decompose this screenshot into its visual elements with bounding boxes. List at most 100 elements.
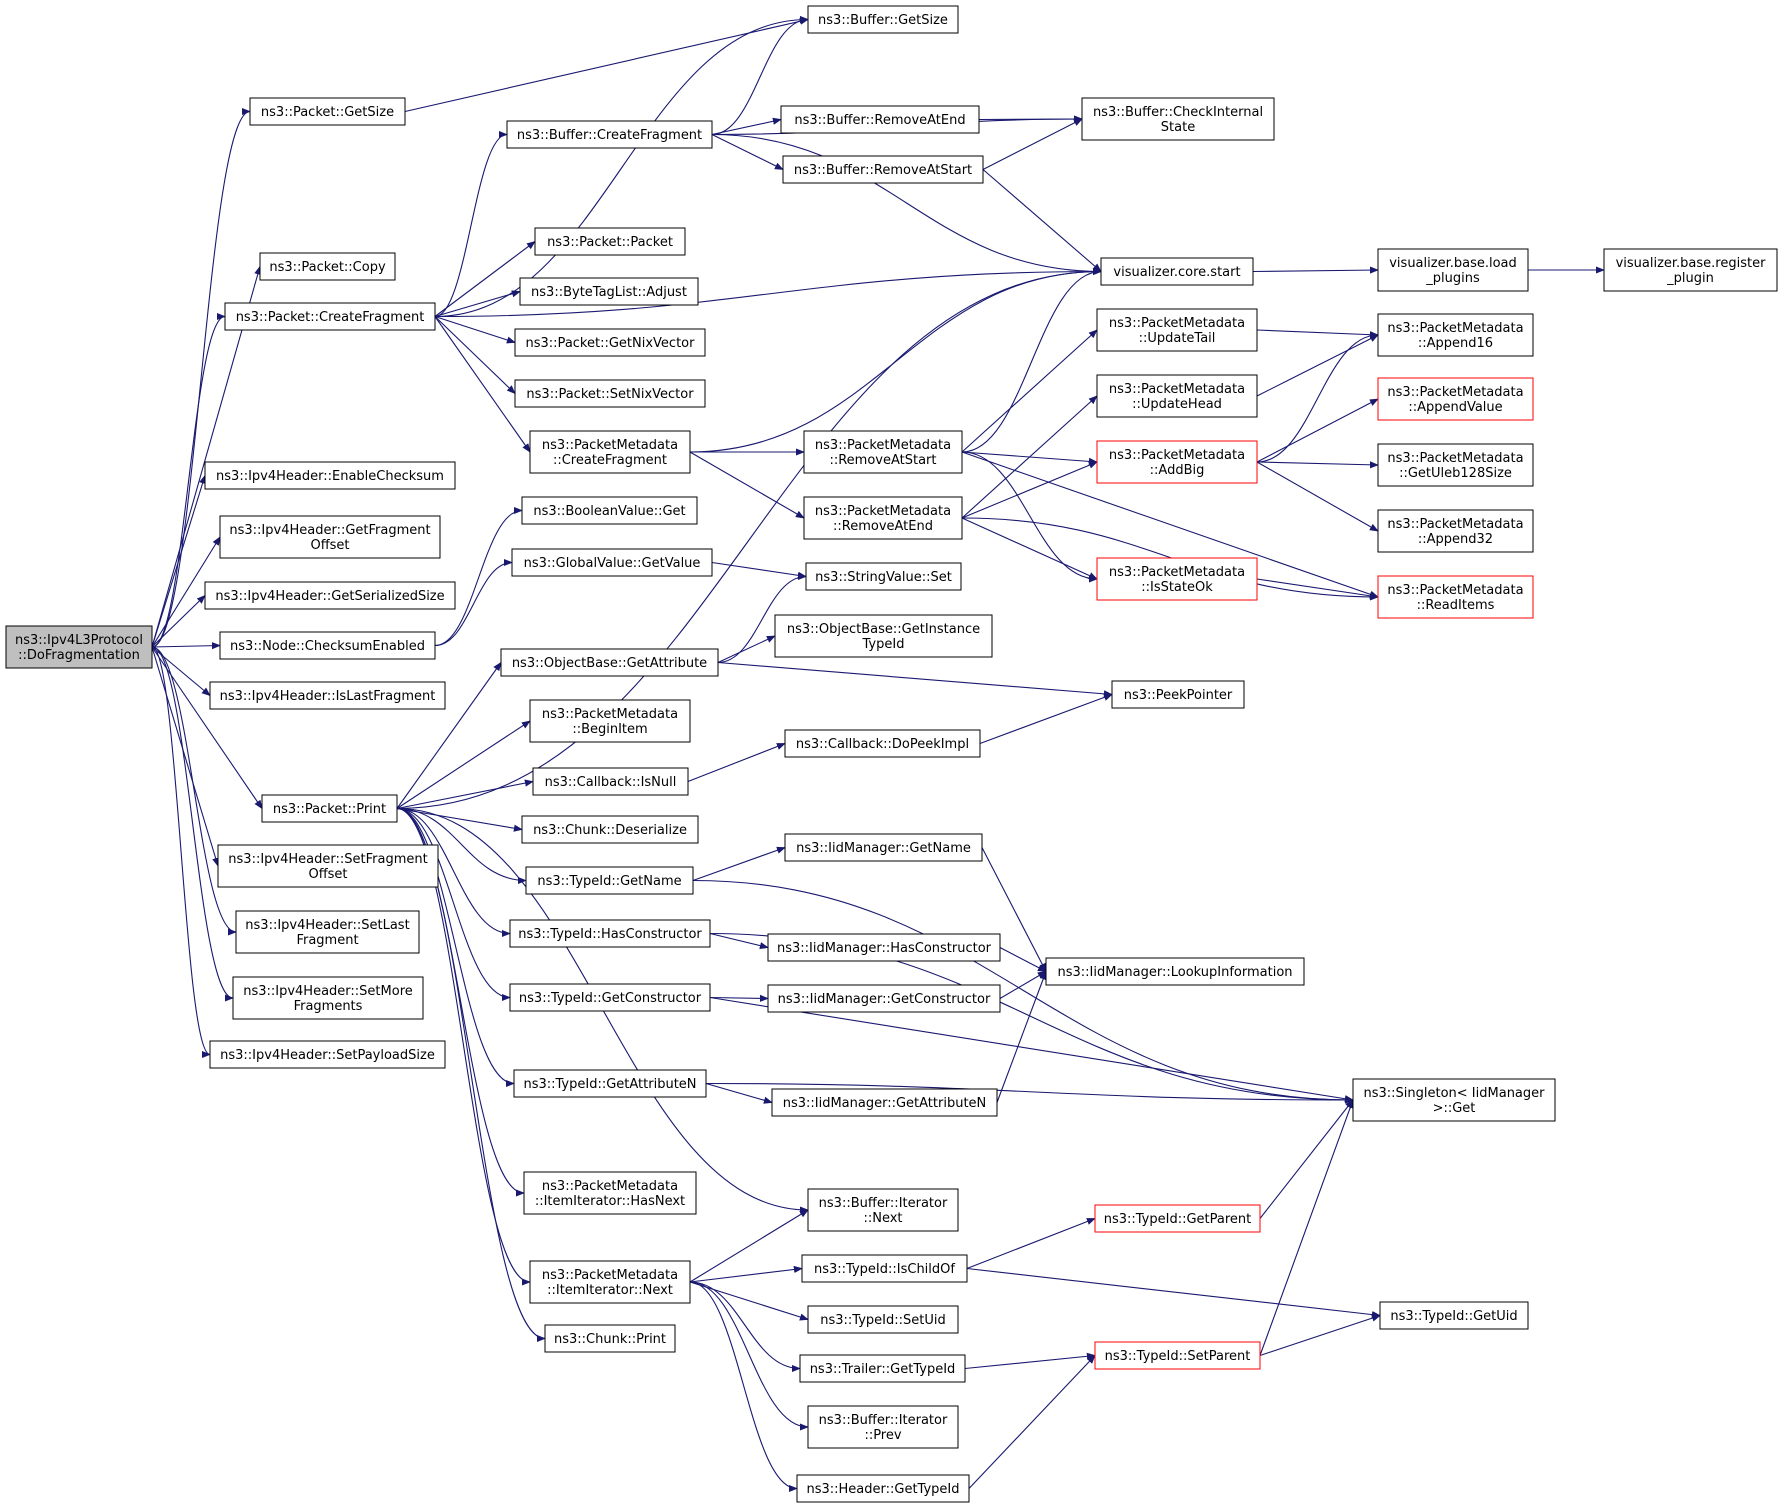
node-buf-removeatend[interactable]: ns3::Buffer::RemoveAtEnd [780,105,980,134]
node-iid-lookup[interactable]: ns3::IidManager::LookupInformation [1045,957,1305,986]
node-buf-it-prev[interactable]: ns3::Buffer::Iterator::Prev [807,1405,959,1449]
node-label: ns3::IidManager::GetConstructor [778,992,991,1007]
node-label: ns3::Callback::IsNull [545,775,677,790]
node-box [235,910,420,954]
node-label: ns3::Ipv4Header::GetSerializedSize [215,589,444,604]
node-pm-updatehead[interactable]: ns3::PacketMetadata::UpdateHead [1096,374,1258,418]
node-pkt-packet[interactable]: ns3::Packet::Packet [534,227,686,256]
node-box [1377,509,1534,553]
node-box [224,302,436,331]
node-tid-ischildof[interactable]: ns3::TypeId::IsChildOf [801,1254,968,1283]
node-buf-getsize[interactable]: ns3::Buffer::GetSize [807,5,959,34]
node-pm-createfrag[interactable]: ns3::PacketMetadata::CreateFragment [529,430,691,474]
node-cb-dopeekimpl[interactable]: ns3::Callback::DoPeekImpl [784,729,981,758]
node-buf-removeatstart[interactable]: ns3::Buffer::RemoveAtStart [782,155,984,184]
node-viz-core-start[interactable]: visualizer.core.start [1100,257,1254,286]
call-edge-pkt_createfrag-to-pkt_packet [434,240,536,317]
node-node-csenabled[interactable]: ns3::Node::ChecksumEnabled [219,631,436,660]
node-trailer-gettid[interactable]: ns3::Trailer::GetTypeId [799,1354,966,1383]
node-pkt-copy[interactable]: ns3::Packet::Copy [259,252,396,281]
node-ipv4-islast[interactable]: ns3::Ipv4Header::IsLastFragment [209,681,446,710]
node-box [1096,374,1258,418]
call-edge-pkt_print-to-ob_getattr [396,661,502,809]
node-pkt-setnix[interactable]: ns3::Packet::SetNixVector [514,379,706,408]
node-tid-hasctor[interactable]: ns3::TypeId::HasConstructor [509,919,711,948]
node-pm-beginitem[interactable]: ns3::PacketMetadata::BeginItem [529,699,691,743]
node-root[interactable]: ns3::Ipv4L3Protocol::DoFragmentation [5,625,153,669]
node-ipv4-setpayload[interactable]: ns3::Ipv4Header::SetPayloadSize [209,1040,446,1069]
node-pm-append32[interactable]: ns3::PacketMetadata::Append32 [1377,509,1534,553]
node-box [217,844,439,888]
node-tid-getparent[interactable]: ns3::TypeId::GetParent [1094,1204,1261,1233]
node-pm-removeatstart[interactable]: ns3::PacketMetadata::RemoveAtStart [803,430,963,474]
node-box [1377,575,1534,619]
node-tid-getctor[interactable]: ns3::TypeId::GetConstructor [509,983,711,1012]
node-sv-set[interactable]: ns3::StringValue::Set [805,562,962,591]
node-pkt-createfrag[interactable]: ns3::Packet::CreateFragment [224,302,436,331]
node-label: ns3::StringValue::Set [815,570,952,585]
node-chunk-deser[interactable]: ns3::Chunk::Deserialize [521,815,699,844]
node-ipv4-getsersize[interactable]: ns3::Ipv4Header::GetSerializedSize [204,581,456,610]
node-pm-ii-next[interactable]: ns3::PacketMetadata::ItemIterator::Next [529,1260,691,1304]
node-tid-getuid[interactable]: ns3::TypeId::GetUid [1379,1301,1529,1330]
node-label: ns3::IidManager::LookupInformation [1057,965,1292,980]
node-iid-hasctor[interactable]: ns3::IidManager::HasConstructor [767,933,1001,962]
node-pkt-getnix[interactable]: ns3::Packet::GetNixVector [514,328,706,357]
node-label: ::UpdateTail [1139,331,1216,346]
node-label: ns3::PacketMetadata [1109,448,1245,463]
node-iid-getattrn[interactable]: ns3::IidManager::GetAttributeN [771,1088,998,1117]
node-header-gettid[interactable]: ns3::Header::GetTypeId [796,1474,970,1503]
node-pm-isstateok[interactable]: ns3::PacketMetadata::IsStateOk [1096,557,1258,601]
node-tid-setuid[interactable]: ns3::TypeId::SetUid [807,1305,959,1334]
node-label: _plugin [1666,271,1714,286]
node-pm-append16[interactable]: ns3::PacketMetadata::Append16 [1377,313,1534,357]
node-pm-ii-hasnext[interactable]: ns3::PacketMetadata::ItemIterator::HasNe… [523,1171,697,1215]
node-pm-readitems[interactable]: ns3::PacketMetadata::ReadItems [1377,575,1534,619]
node-iid-getname[interactable]: ns3::IidManager::GetName [784,833,983,862]
node-pm-updatetail[interactable]: ns3::PacketMetadata::UpdateTail [1096,308,1258,352]
node-pm-appendvalue[interactable]: ns3::PacketMetadata::AppendValue [1377,377,1534,421]
node-ipv4-enablecs[interactable]: ns3::Ipv4Header::EnableChecksum [204,461,456,490]
call-edge-gv_getvalue-to-sv_set [711,561,807,579]
node-buf-createfrag[interactable]: ns3::Buffer::CreateFragment [506,120,713,149]
node-box [219,631,436,660]
node-buf-it-next[interactable]: ns3::Buffer::Iterator::Next [807,1188,959,1232]
node-singleton-get[interactable]: ns3::Singleton< IidManager>::Get [1352,1078,1556,1122]
call-edge-tid_ischildof-to-tid_getparent [966,1217,1096,1270]
node-pm-addbig[interactable]: ns3::PacketMetadata::AddBig [1096,440,1258,484]
node-bool-get[interactable]: ns3::BooleanValue::Get [521,496,698,525]
node-tid-getattrn[interactable]: ns3::TypeId::GetAttributeN [513,1069,707,1098]
node-iid-getctor[interactable]: ns3::IidManager::GetConstructor [767,984,1001,1013]
node-box [1377,443,1534,487]
node-btl-adjust[interactable]: ns3::ByteTagList::Adjust [519,277,699,306]
node-tid-getname[interactable]: ns3::TypeId::GetName [525,866,694,895]
node-pkt-print[interactable]: ns3::Packet::Print [261,794,398,823]
node-gv-getvalue[interactable]: ns3::GlobalValue::GetValue [511,548,713,577]
call-edge-buf_removeatstart-to-buf_checkinternal [982,118,1083,170]
node-label: ns3::Ipv4Header::GetFragment [229,523,430,538]
node-pm-getuleb[interactable]: ns3::PacketMetadata::GetUleb128Size [1377,443,1534,487]
node-viz-base-load[interactable]: visualizer.base.load_plugins [1377,248,1529,292]
node-label: ns3::TypeId::IsChildOf [814,1262,955,1277]
node-cb-isnull[interactable]: ns3::Callback::IsNull [532,767,689,796]
call-edge-viz_core_start-to-viz_base_load [1252,266,1379,274]
node-pm-removeatend[interactable]: ns3::PacketMetadata::RemoveAtEnd [803,496,963,540]
call-edge-pm_removeatstart-to-pm_readitems [961,451,1379,598]
node-tid-setparent[interactable]: ns3::TypeId::SetParent [1094,1341,1261,1370]
call-edge-tid_ischildof-to-tid_getuid [966,1267,1381,1319]
node-label: ns3::Packet::Packet [547,235,673,250]
node-pkt-getsize[interactable]: ns3::Packet::GetSize [249,97,406,126]
node-label: ns3::PacketMetadata [542,1268,678,1283]
node-peekpointer[interactable]: ns3::PeekPointer [1111,680,1245,709]
node-label: ::BeginItem [572,722,647,737]
node-viz-base-register[interactable]: visualizer.base.register_plugin [1603,248,1778,292]
node-box [521,815,699,844]
node-chunk-print[interactable]: ns3::Chunk::Print [544,1324,676,1353]
node-ob-getattr[interactable]: ns3::ObjectBase::GetAttribute [500,648,719,677]
